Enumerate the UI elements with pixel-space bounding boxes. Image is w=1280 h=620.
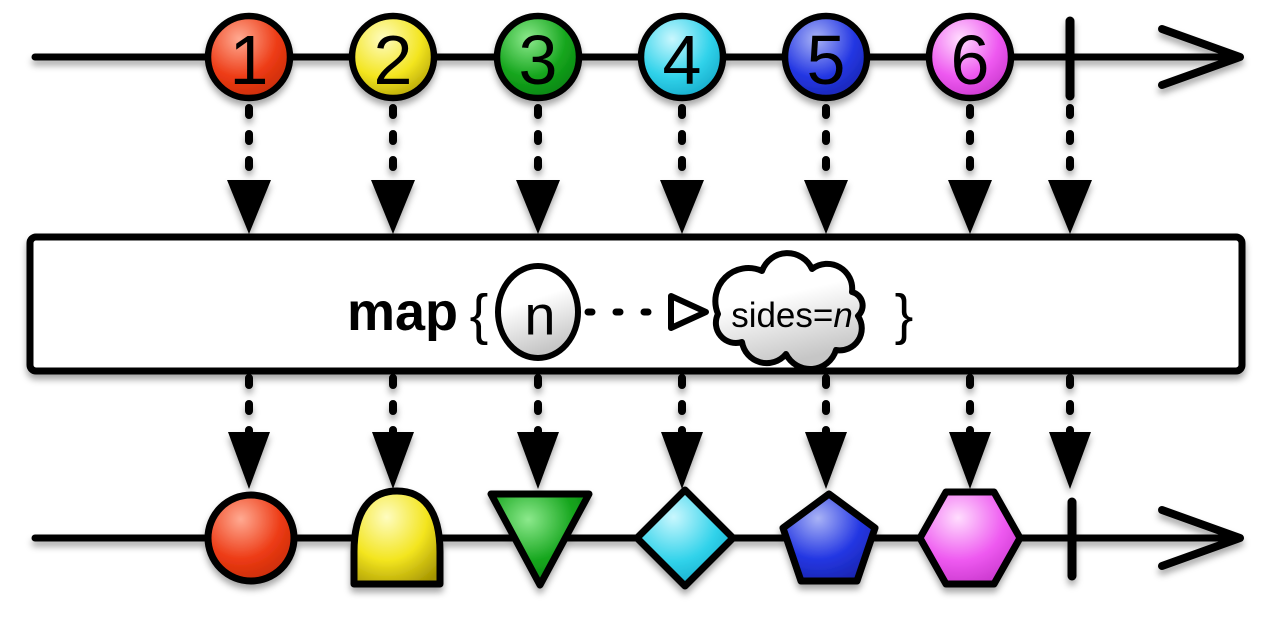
output-shape-hexagon <box>916 488 1024 588</box>
marble-circle <box>348 12 438 102</box>
result-var: n <box>833 296 852 335</box>
dashed-down-arrow-icon <box>516 108 560 234</box>
dashed-down-arrow-icon <box>1049 378 1091 489</box>
marble-circle <box>637 12 727 102</box>
operator-box-frame <box>26 233 1246 375</box>
output-shape-pentagon <box>779 490 879 585</box>
lambda-open-arrowhead-icon <box>668 293 709 331</box>
dashed-down-arrow-icon <box>661 378 703 489</box>
dashed-down-arrow-icon <box>1048 108 1092 234</box>
close-brace: } <box>895 283 914 346</box>
input-to-operator-arrows <box>227 108 1092 234</box>
output-shape-diamond <box>633 486 737 590</box>
dashed-down-arrow-icon <box>228 378 270 489</box>
marble-value: 2 <box>374 21 413 99</box>
dashed-down-arrow-icon <box>371 108 415 234</box>
input-marble-2: 2 <box>348 12 438 102</box>
input-marble-6: 6 <box>925 12 1015 102</box>
output-shape-circle <box>204 491 298 585</box>
marble-circle <box>781 12 871 102</box>
output-shape-triangle <box>487 490 593 589</box>
dashed-down-arrow-icon <box>948 108 992 234</box>
marble-circle <box>204 12 294 102</box>
output-timeline-arrowhead-icon <box>1158 506 1244 570</box>
marble-circle <box>925 12 1015 102</box>
marble-value: 3 <box>519 21 558 99</box>
marble-value: 6 <box>951 21 990 99</box>
dashed-down-arrow-icon <box>804 108 848 234</box>
operator-box: map { n sides=n } <box>26 233 1246 375</box>
input-marble-1: 1 <box>204 12 294 102</box>
dashed-down-arrow-icon <box>517 378 559 489</box>
dashed-down-arrow-icon <box>805 378 847 489</box>
lambda-input-var: n <box>524 284 555 347</box>
dashed-down-arrow-icon <box>227 108 271 234</box>
result-prefix: sides= <box>731 296 833 335</box>
operator-to-output-arrows <box>228 378 1091 489</box>
marble-value: 4 <box>663 21 702 99</box>
operator-name: map <box>347 282 458 342</box>
dashed-down-arrow-icon <box>949 378 991 489</box>
input-marble-3: 3 <box>493 12 583 102</box>
input-timeline-arrowhead-icon <box>1158 25 1244 89</box>
input-stream-timeline: 1 2 3 4 5 6 <box>31 12 1244 102</box>
open-brace: { <box>470 283 489 346</box>
lambda-result-expression: sides=n <box>731 296 853 335</box>
output-shape-arch <box>350 487 444 588</box>
dashed-down-arrow-icon <box>372 378 414 489</box>
marble-value: 5 <box>807 21 846 99</box>
marble-value: 1 <box>230 21 269 99</box>
output-stream-timeline <box>31 486 1244 590</box>
input-marble-5: 5 <box>781 12 871 102</box>
lambda-result-cloud <box>712 250 866 373</box>
input-marble-4: 4 <box>637 12 727 102</box>
marble-circle <box>493 12 583 102</box>
dashed-down-arrow-icon <box>660 108 704 234</box>
lambda-input-circle <box>495 263 581 361</box>
